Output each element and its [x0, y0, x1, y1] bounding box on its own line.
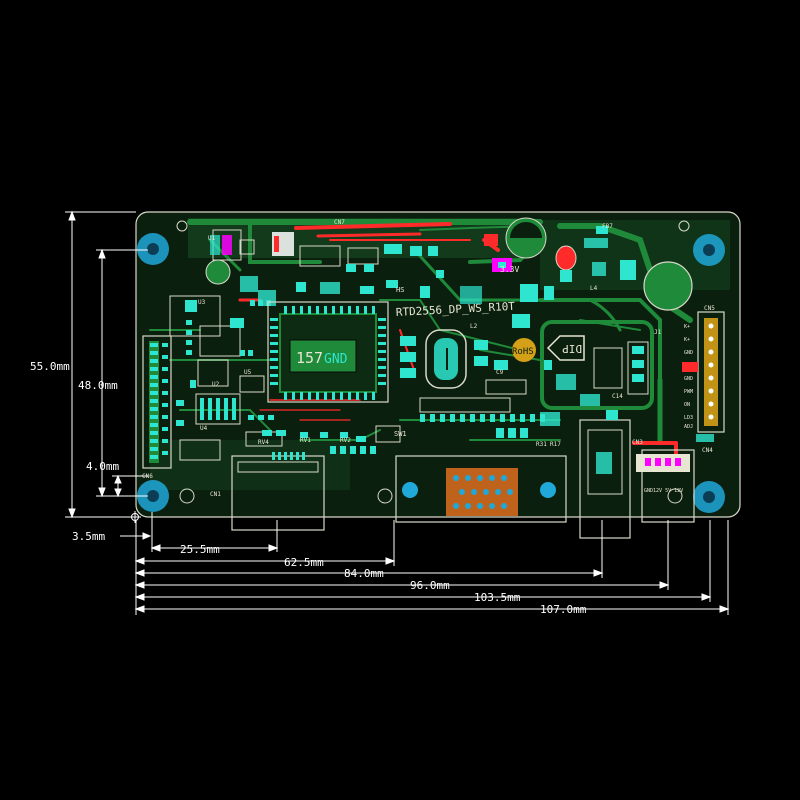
board-title: RTD2556_DP_WS_R10T — [395, 300, 515, 319]
dim-25-5mm: 25.5mm — [180, 543, 220, 556]
l4-label: L4 — [590, 285, 598, 292]
designator-labels: CN6 CN7 U1 U2 U3 U4 U5 FB7 L2 L4 SW1 J1 … — [142, 219, 662, 480]
dip-region: DIP — [540, 320, 654, 426]
dim-96mm: 96.0mm — [410, 579, 450, 592]
top-left-components — [169, 229, 438, 357]
cn5-pin-8: ADJ — [684, 424, 693, 430]
cn5-pin-4: GND — [684, 376, 693, 382]
dim-107mm: 107.0mm — [540, 603, 587, 616]
display-label-box — [289, 339, 357, 373]
r17-label: R17 — [550, 441, 561, 448]
origin-marker — [129, 511, 141, 523]
resistor-pill — [555, 245, 577, 271]
sw1-label: SW1 — [394, 430, 407, 438]
cn4-label: CN4 — [702, 447, 713, 454]
c14-label: C14 — [612, 393, 623, 400]
hole-ring-tl — [176, 220, 188, 232]
cn5-pin-3: GND — [684, 350, 693, 356]
power-connector-label: GND12V 5V 12V — [644, 488, 683, 494]
rv1-label: RV1 — [300, 437, 311, 444]
hs-label: HS — [396, 286, 404, 294]
rv4-label: RV4 — [258, 439, 269, 446]
crystal-area: RoHS — [400, 329, 545, 422]
cn5-pin-1: K+ — [684, 324, 690, 330]
dp-screw-right — [540, 482, 556, 498]
cn7-label: CN7 — [334, 219, 345, 226]
connector-cn6 — [142, 335, 172, 469]
dimension-annotations — [65, 210, 730, 615]
cn5-pin-6: ON — [684, 402, 690, 408]
rohs-label: RoHS — [512, 347, 534, 357]
dim-62-5mm: 62.5mm — [284, 556, 324, 569]
small-components — [176, 264, 618, 454]
voltage-label: 3.3V — [500, 265, 519, 274]
j1-label: J1 — [654, 329, 662, 336]
dim-4mm: 4.0mm — [86, 460, 119, 473]
fb7-label: FB7 — [602, 223, 613, 230]
dim-55mm: 55.0mm — [30, 360, 70, 373]
cn5-pin-7: LD3 — [684, 415, 693, 421]
hole-ring-left — [179, 488, 195, 504]
cn1-label: CN1 — [210, 491, 221, 498]
power-section: 3.3V — [460, 217, 693, 328]
pcb-board: 157 GND RTD2556_DP_WS_R10T RoHS — [135, 211, 741, 539]
connector-cn5: K+ K+ GND GND PWM ON LD3 ADJ CN5 — [682, 305, 725, 433]
cn5-pin-2: K+ — [684, 337, 690, 343]
dim-103-5mm: 103.5mm — [474, 591, 521, 604]
mounting-holes — [137, 220, 725, 513]
dimension-labels: 55.0mm 48.0mm 4.0mm 3.5mm 25.5mm 62.5mm … — [30, 360, 587, 616]
bottom-connectors: CN1 CN3 GND12V 5V — [210, 419, 714, 539]
dp-screw-left — [402, 482, 418, 498]
hole-ring-tr — [678, 220, 690, 232]
u1-label: U1 — [208, 235, 216, 242]
r31-label: R31 — [536, 441, 547, 448]
left-chips — [179, 300, 283, 461]
dim-84mm: 84.0mm — [344, 567, 384, 580]
inductor-large — [643, 261, 693, 311]
dim-48mm: 48.0mm — [78, 379, 118, 392]
cn3-label: CN3 — [632, 439, 643, 446]
hole-ring-mid — [377, 488, 393, 504]
copper-pour-bottom — [150, 440, 350, 490]
dip-arrow — [546, 335, 585, 361]
u5-label: U5 — [244, 369, 252, 376]
hole-ring-right — [667, 488, 683, 504]
cn5-label: CN5 — [704, 305, 715, 312]
c9-label: C9 — [496, 369, 504, 376]
cn5-pin-5: PWM — [684, 389, 693, 395]
dim-3-5mm: 3.5mm — [72, 530, 105, 543]
main-ic: 157 GND RTD2556_DP_WS_R10T — [267, 300, 516, 403]
u3-label: U3 — [198, 299, 206, 306]
l2-label: L2 — [470, 323, 478, 330]
display-label-num: 157 — [296, 349, 323, 367]
u2-label: U2 — [212, 381, 220, 388]
connector-cn2 — [395, 455, 567, 523]
rv2-label: RV2 — [340, 437, 351, 444]
display-label-gnd: GND — [324, 352, 348, 367]
connector-cn3 — [579, 419, 631, 539]
rohs-mark — [512, 338, 536, 362]
dip-label: DIP — [562, 342, 582, 355]
u4-label: U4 — [200, 425, 208, 432]
